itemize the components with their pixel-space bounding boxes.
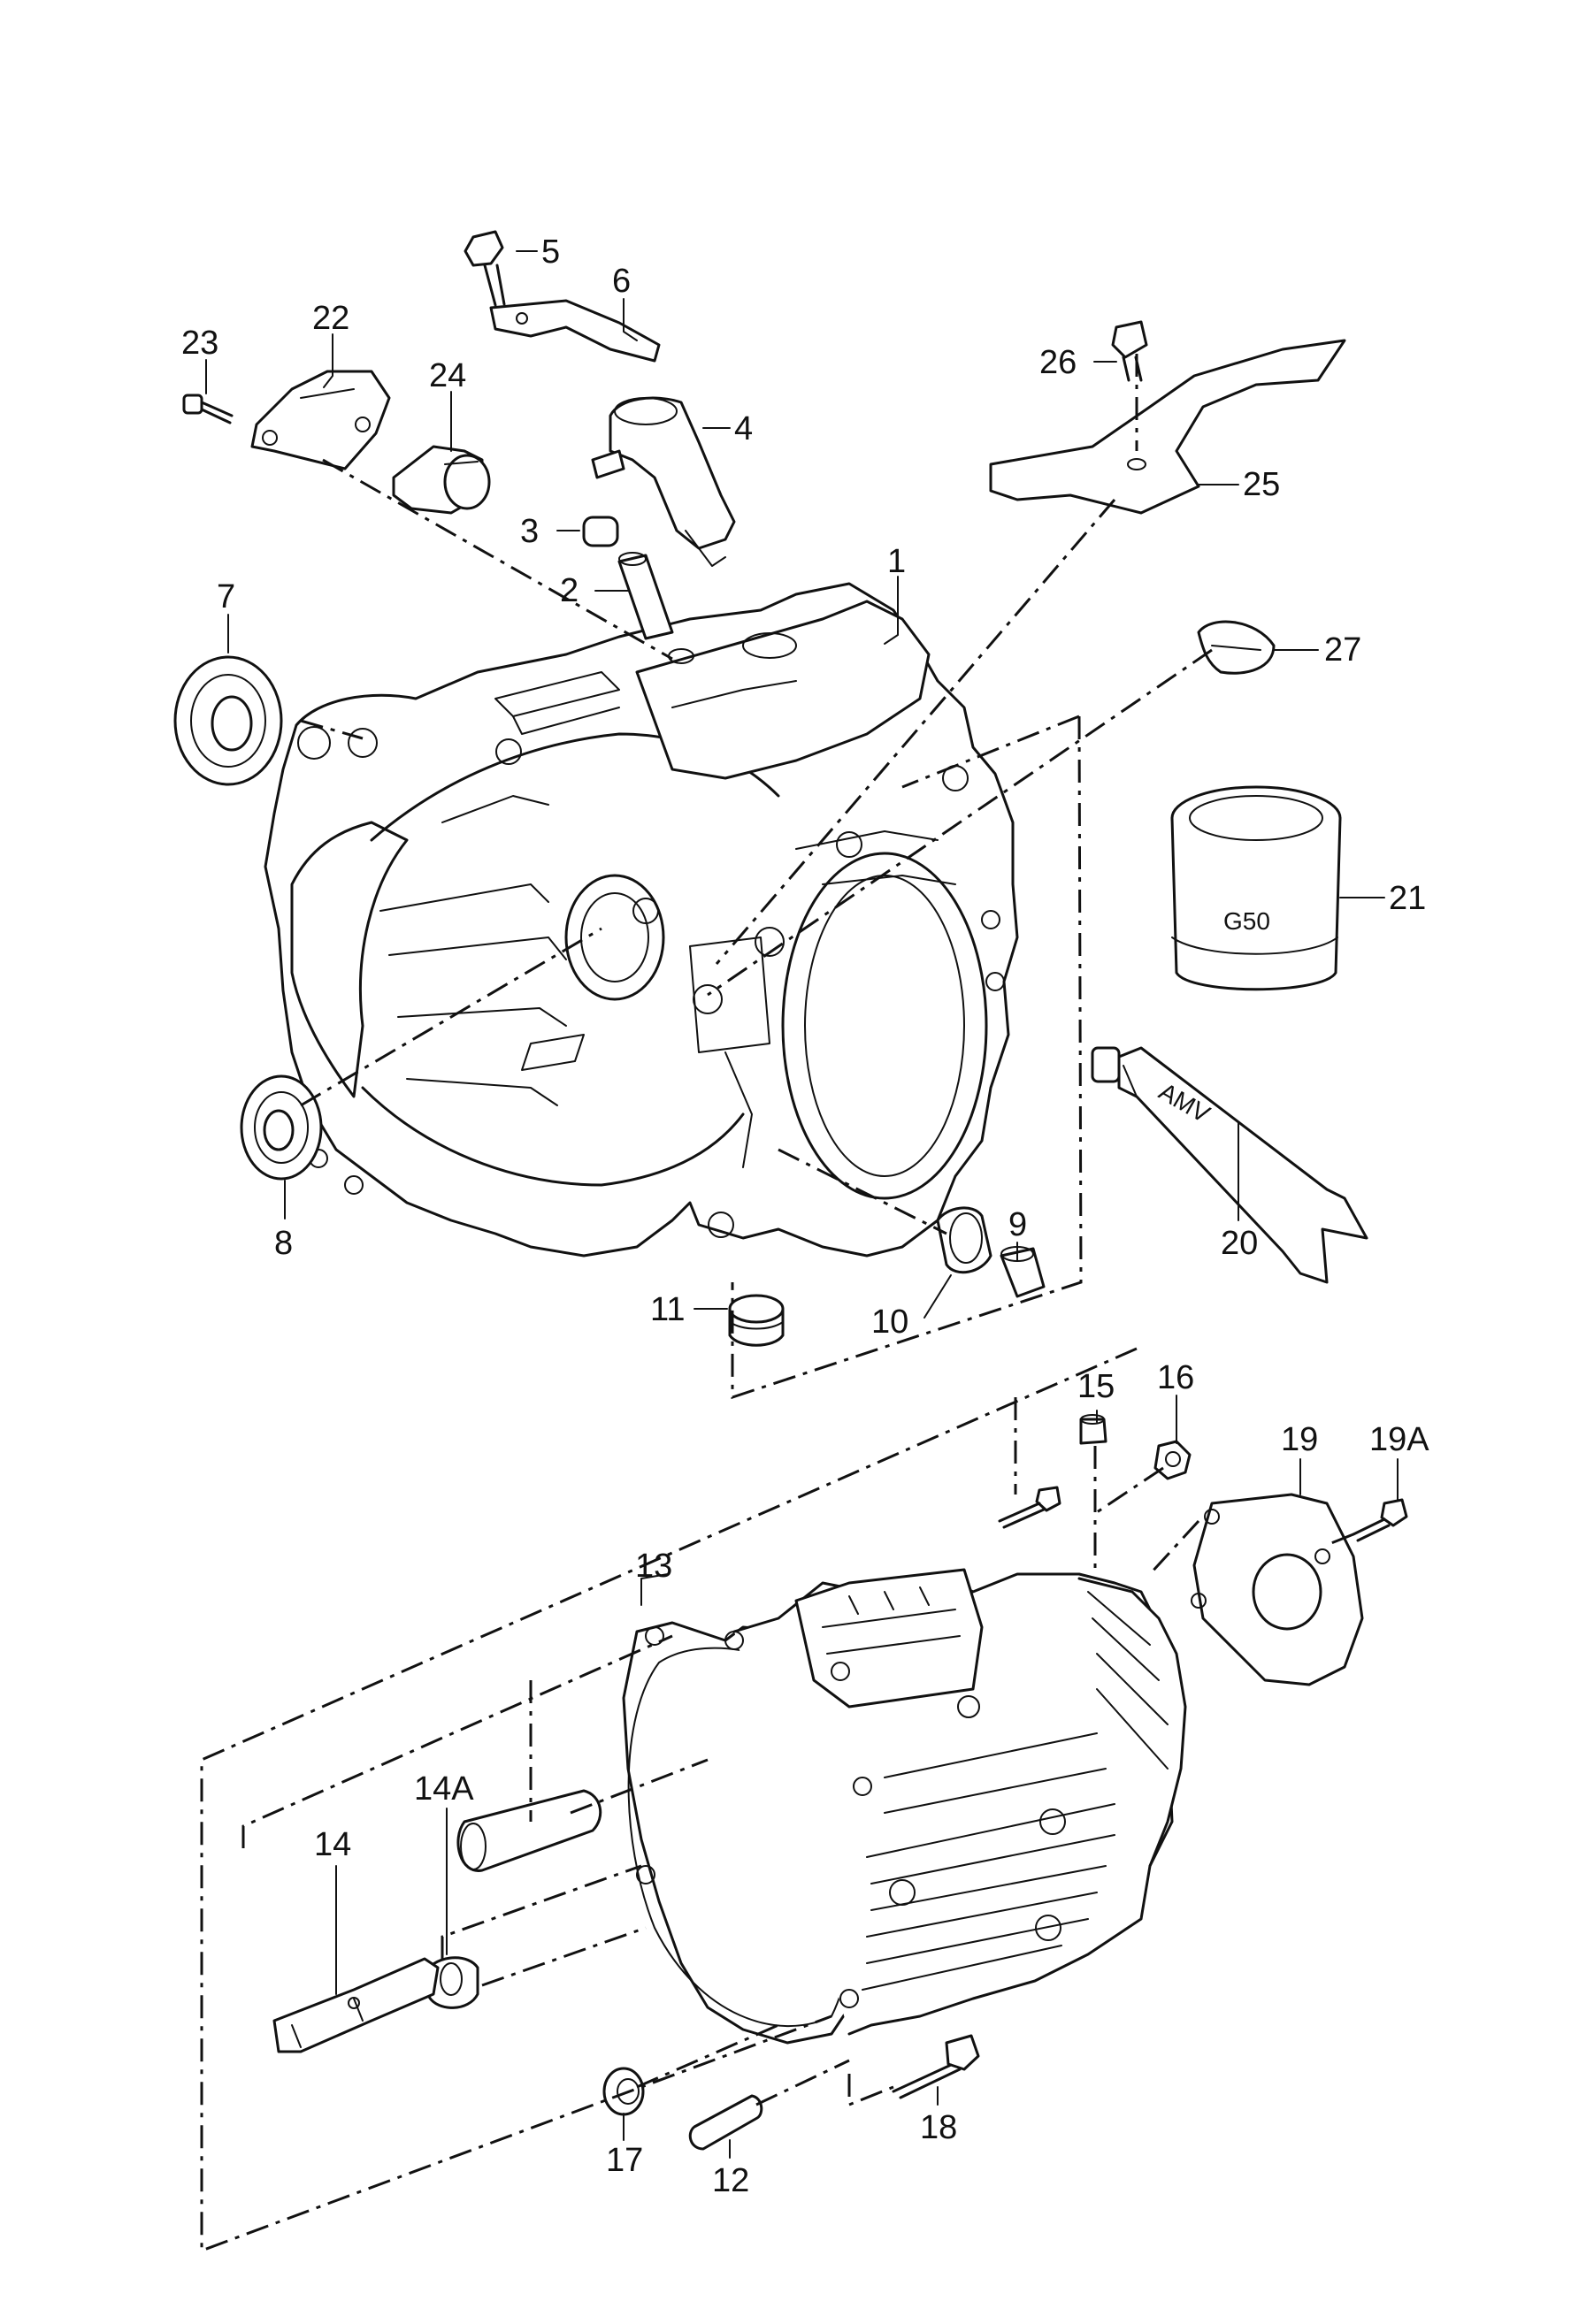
cover-part-19: [1191, 1493, 1364, 1686]
clutch-housing: [264, 582, 1019, 1258]
callout-22: 22: [312, 300, 349, 337]
screw-part-18: [892, 2034, 980, 2099]
seal-part-8: [240, 1074, 323, 1181]
seal-part-7: [173, 655, 283, 786]
bolt-near-part-15: [998, 1486, 1061, 1529]
upper-assembly-boundary: [300, 354, 1213, 1400]
callout-27: 27: [1324, 631, 1361, 669]
heat-shield-part-25: [989, 339, 1346, 515]
callout-19: 19: [1281, 1421, 1318, 1458]
callout-25: 25: [1243, 466, 1280, 503]
washer-part-17: [602, 2067, 645, 2116]
callout-14: 14: [314, 1826, 351, 1863]
callout-14a: 14A: [414, 1770, 474, 1808]
plug-part-9: [1000, 1246, 1046, 1298]
callout-21: 21: [1389, 880, 1426, 917]
callout-17: 17: [606, 2142, 643, 2179]
oil-can-part-21: G50: [1170, 785, 1342, 991]
bolt-part-5: [464, 230, 506, 307]
callout-1: 1: [887, 543, 906, 580]
bolt-part-26: [1111, 320, 1148, 382]
sensor-part-4: [591, 396, 736, 567]
callout-18: 18: [920, 2109, 957, 2146]
clip-part-27: [1197, 620, 1276, 675]
bolt-part-19a: [1352, 1498, 1408, 1542]
callout-13: 13: [635, 1548, 672, 1585]
screw-part-23: [182, 394, 234, 424]
oil-can-label: G50: [1223, 907, 1270, 935]
shift-fork-part-14: [272, 1957, 440, 2053]
callout-6: 6: [612, 263, 631, 300]
callout-9: 9: [1008, 1206, 1027, 1243]
callout-4: 4: [734, 410, 753, 447]
bush-part-11: [728, 1294, 785, 1347]
callout-12: 12: [712, 2162, 749, 2199]
callout-15: 15: [1077, 1368, 1115, 1405]
pin-part-2: [617, 552, 674, 640]
callout-26: 26: [1039, 344, 1077, 381]
cap-part-3: [582, 516, 619, 547]
callout-20: 20: [1221, 1225, 1258, 1262]
callout-11: 11: [650, 1291, 685, 1328]
callout-5: 5: [541, 233, 560, 271]
callout-16: 16: [1157, 1359, 1194, 1396]
gearbox-housing: [622, 1568, 1187, 2045]
callout-7: 7: [217, 578, 235, 615]
lower-assembly-boundary: [200, 1347, 1354, 2253]
callout-24: 24: [429, 357, 466, 394]
bracket-part-6: [489, 299, 661, 363]
callout-labels: 5 6 4 3 2 1 22 23 24 26 25 27 7 8 9 10 1…: [181, 233, 1429, 2199]
callout-3: 3: [520, 513, 539, 550]
pin-part-12: [688, 2094, 763, 2151]
nut-part-16: [1153, 1440, 1192, 1480]
flange-part-24: [392, 445, 491, 515]
leader-lines: [205, 250, 1399, 2159]
seal-part-10: [936, 1206, 992, 1274]
sealant-tube-part-20: AMV: [1091, 1046, 1368, 1284]
plug-part-15: [1079, 1414, 1107, 1445]
shaft-part-14a: [427, 1789, 602, 2009]
callout-10: 10: [871, 1303, 908, 1341]
callout-19a: 19A: [1369, 1421, 1429, 1458]
callout-8: 8: [274, 1225, 293, 1262]
bracket-part-22: [250, 370, 391, 470]
callout-2: 2: [560, 572, 579, 609]
callout-23: 23: [181, 325, 218, 362]
